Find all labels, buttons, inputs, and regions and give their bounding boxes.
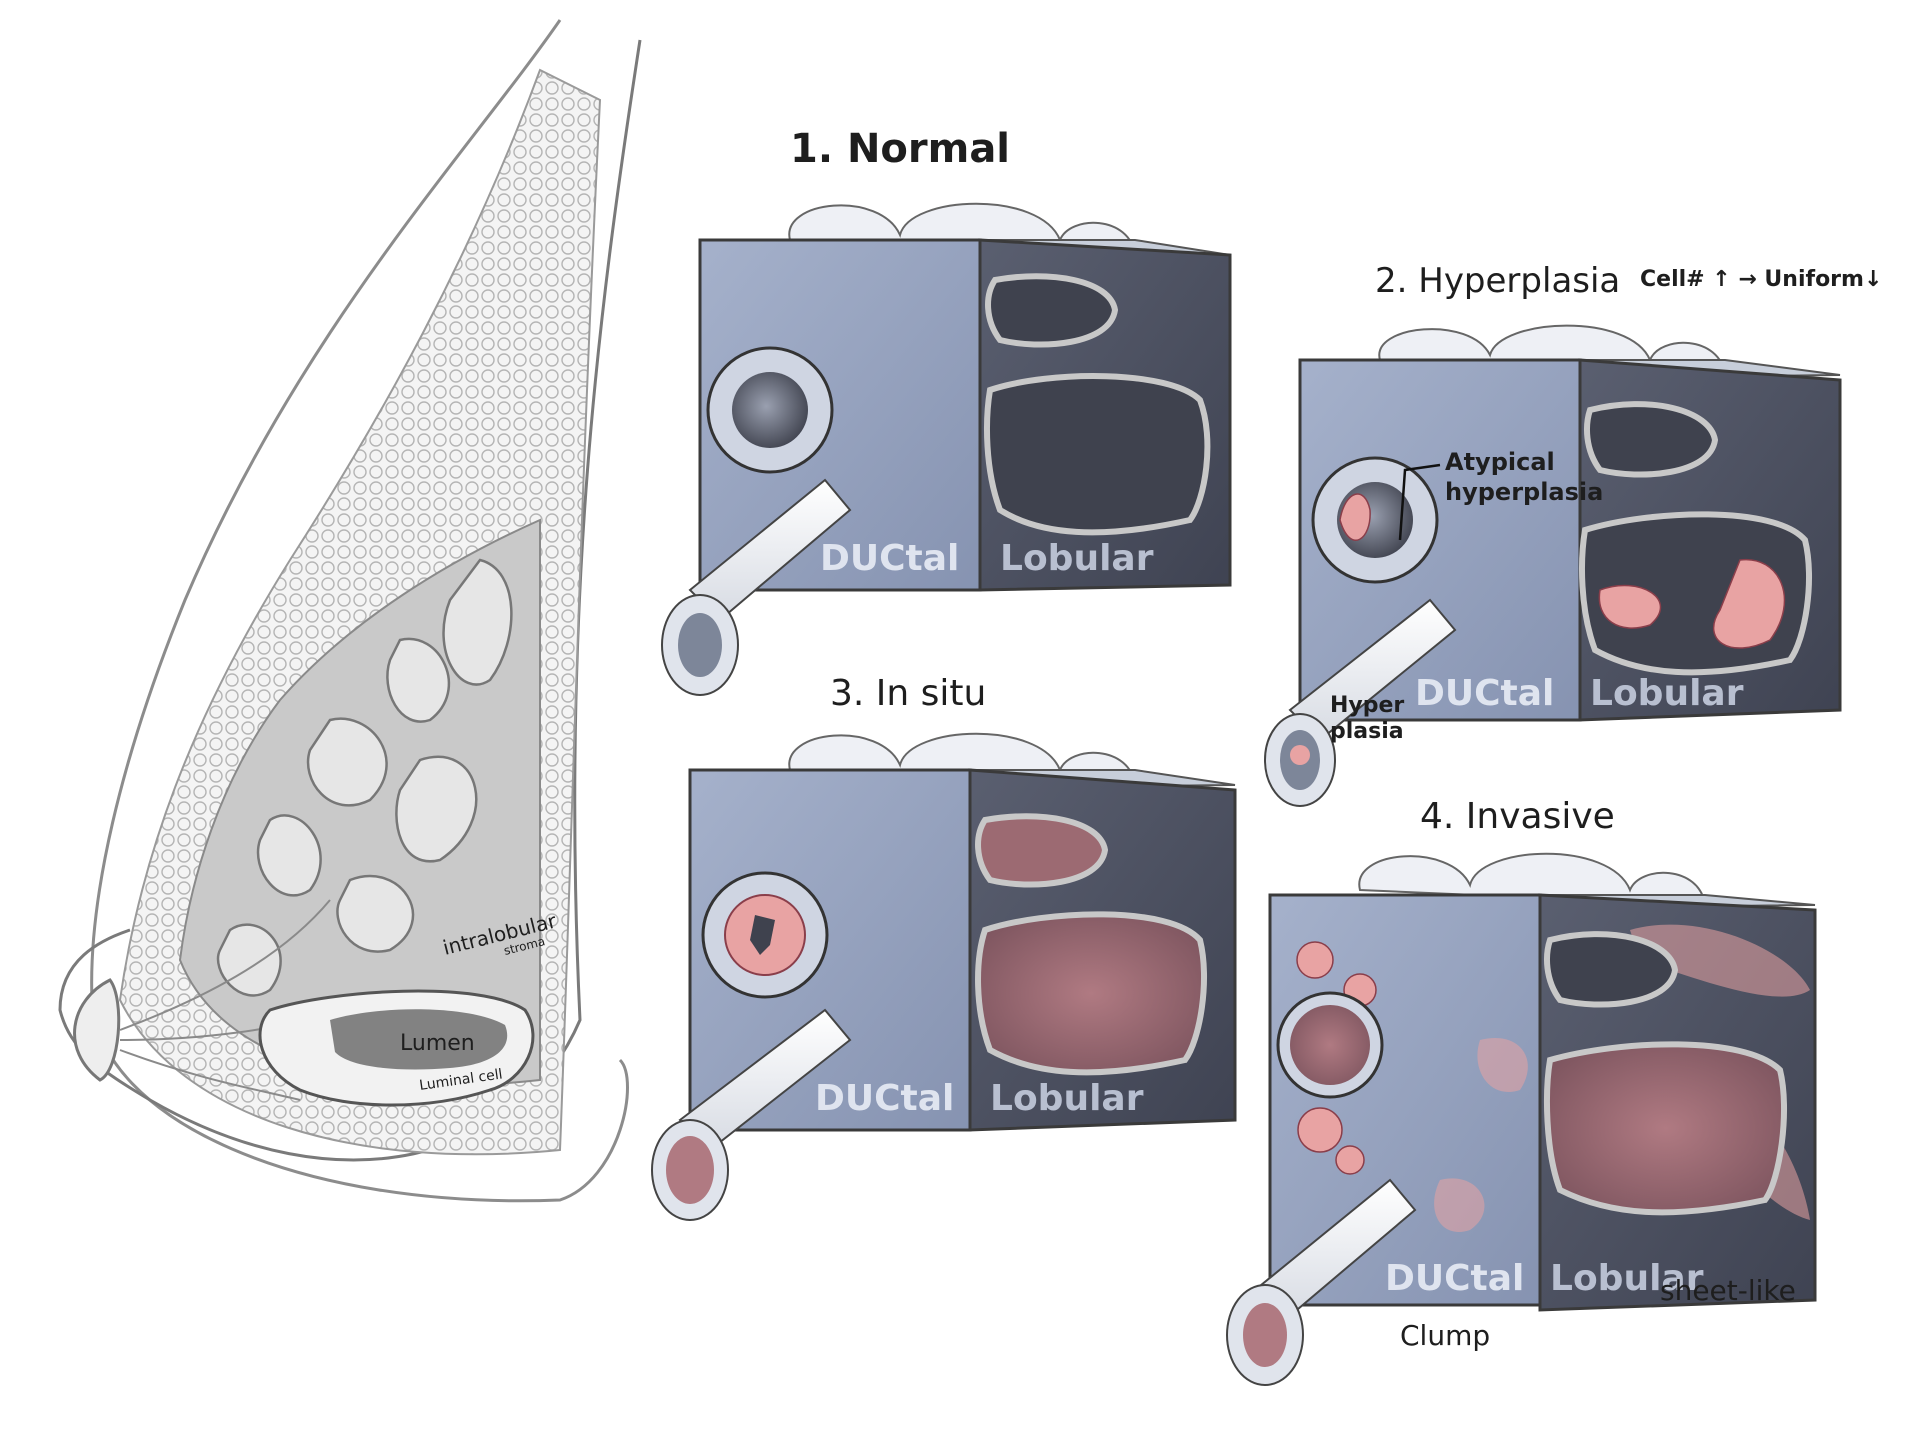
stage-title-normal: 1. Normal [790,126,1010,172]
stage-title-invasive: 4. Invasive [1420,796,1615,837]
stage-title-in-situ: 3. In situ [830,673,986,714]
label-ductal: DUCtal [1415,673,1554,714]
breast-anatomy-sketch: intralobular stroma Lumen Luminal cell [58,19,642,1203]
duct-tube-hyperplasia [1290,745,1310,765]
cube-invasive: DUCtal Lobular Clump sheet-like [1226,852,1817,1386]
callout-line-atypical [1398,463,1441,541]
callout-hyper-line2: plasia [1330,719,1404,744]
label-lobular: Lobular [1590,673,1744,714]
note-clump: Clump [1400,1319,1490,1352]
cube-in-situ: DUCtal Lobular [651,732,1237,1221]
lobules [216,558,513,997]
label-ductal: DUCtal [815,1078,954,1119]
callout-atypical-line2: hyperplasia [1445,478,1603,506]
duct-lumen [732,372,808,448]
invasive-clumps [1296,941,1377,1175]
label-ductal: DUCtal [820,538,959,579]
hyperplastic-cluster [1598,584,1662,629]
label-lobular: Lobular [990,1078,1144,1119]
label-lobular: Lobular [1550,1258,1704,1299]
nipple [73,978,121,1082]
callout-hyper-line1: Hyper [1330,693,1404,718]
lumen-region [330,1009,508,1070]
hyperplastic-cells [1339,493,1371,541]
duct-tube-lumen [1243,1303,1287,1367]
cube-hyperplasia: Atypical hyperplasia Hyper plasia DUCtal… [1264,324,1842,807]
lobule-upper [1584,401,1719,478]
duct-invaded-lumen [1290,1005,1370,1085]
hyperplastic-cluster [1713,559,1786,649]
lobule-lower [975,911,1207,1076]
duct-residual-lumen [750,915,775,955]
stage-title-hyperplasia: 2. Hyperplasia [1375,261,1620,301]
note-sheet-like: sheet-like [1660,1274,1796,1307]
lobule-upper [1544,931,1679,1008]
duct-tube-lumen [678,613,722,677]
duct-tube-lumen [666,1136,714,1204]
label-lobular: Lobular [1000,538,1154,579]
lobule-lower [984,373,1211,536]
label-ductal: DUCtal [1385,1258,1524,1299]
callout-atypical-line1: Atypical [1445,448,1555,476]
lobule-upper [975,813,1109,888]
cube-normal: DUCtal Lobular [661,202,1232,696]
label-lumen: Lumen [400,1031,475,1056]
hyperplasia-note: Cell# ↑ → Uniform↓ [1640,267,1882,292]
cube-top-bumps [1358,852,1707,907]
lobule-lower [1544,1041,1787,1216]
lobule-upper [985,273,1119,348]
